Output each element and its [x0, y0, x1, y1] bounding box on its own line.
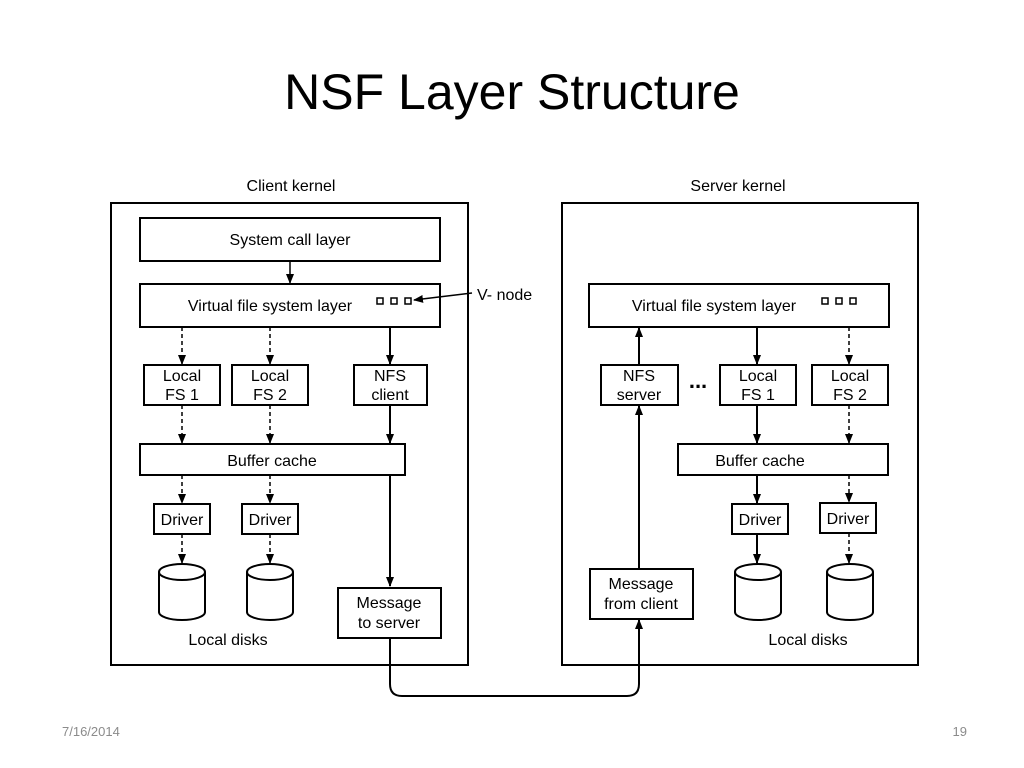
- client-driver-1-label: Driver: [161, 512, 204, 529]
- server-disk-2-icon: [826, 563, 874, 621]
- server-local-fs-1-line2: FS 1: [741, 387, 775, 404]
- client-kernel-heading: Client kernel: [247, 178, 336, 195]
- client-buffer-cache-label: Buffer cache: [227, 453, 317, 470]
- server-local-fs-2-line1: Local: [831, 368, 869, 385]
- vnode-pointer-arrow: [413, 292, 473, 303]
- client-disk-2-icon: [246, 563, 294, 621]
- server-nfs-server-line1: NFS: [623, 368, 655, 385]
- server-buffer-cache-label: Buffer cache: [715, 453, 805, 470]
- server-vfs-layer: Virtual file system layer: [588, 283, 890, 328]
- client-message-line1: Message: [357, 595, 422, 612]
- client-nfs-client-line1: NFS: [374, 368, 406, 385]
- server-message-line1: Message: [609, 576, 674, 593]
- client-message-line2: to server: [358, 615, 421, 632]
- client-system-call-layer: System call layer: [139, 217, 441, 262]
- client-nfs-client: NFS client: [353, 364, 428, 406]
- server-buffer-cache: Buffer cache: [677, 443, 889, 476]
- server-vnode-icons: [821, 297, 857, 305]
- client-vfs-layer: Virtual file system layer: [139, 283, 441, 328]
- server-driver-1-label: Driver: [739, 512, 782, 529]
- client-driver-2-label: Driver: [249, 512, 292, 529]
- client-message-to-server: Message to server: [337, 587, 442, 639]
- slide-page-number: 19: [952, 724, 967, 739]
- server-local-fs-2: Local FS 2: [811, 364, 889, 406]
- server-kernel-heading: Server kernel: [690, 178, 785, 195]
- client-local-fs-1: Local FS 1: [143, 364, 221, 406]
- server-driver-2: Driver: [819, 502, 877, 534]
- server-nfs-server: NFS server: [600, 364, 679, 406]
- server-local-fs-1: Local FS 1: [719, 364, 797, 406]
- network-path-arrow: [389, 619, 643, 697]
- server-vfs-layer-label: Virtual file system layer: [632, 298, 797, 315]
- server-kernel-box: [561, 202, 919, 666]
- server-disk-1-icon: [734, 563, 782, 621]
- client-local-fs-1-line1: Local: [163, 368, 201, 385]
- server-local-disks-label: Local disks: [768, 632, 847, 649]
- client-local-fs-1-line2: FS 1: [165, 387, 199, 404]
- client-vfs-layer-label: Virtual file system layer: [188, 298, 353, 315]
- client-system-call-layer-label: System call layer: [230, 232, 352, 249]
- client-driver-2: Driver: [241, 503, 299, 535]
- slide-title: NSF Layer Structure: [284, 64, 740, 120]
- client-local-fs-2-line2: FS 2: [253, 387, 287, 404]
- client-disk-1-icon: [158, 563, 206, 621]
- slide-date: 7/16/2014: [62, 724, 120, 739]
- client-nfs-client-line2: client: [371, 387, 409, 404]
- server-driver-1: Driver: [731, 503, 789, 535]
- server-driver-2-label: Driver: [827, 511, 870, 528]
- server-nfs-server-line2: server: [617, 387, 662, 404]
- client-buffer-cache: Buffer cache: [139, 443, 406, 476]
- client-local-fs-2: Local FS 2: [231, 364, 309, 406]
- server-local-fs-1-line1: Local: [739, 368, 777, 385]
- server-local-fs-2-line2: FS 2: [833, 387, 867, 404]
- server-message-line2: from client: [604, 596, 678, 613]
- server-ellipsis: ...: [689, 368, 707, 393]
- client-kernel-box: [110, 202, 469, 666]
- client-vnode-icons: [376, 297, 412, 305]
- client-driver-1: Driver: [153, 503, 211, 535]
- client-local-disks-label: Local disks: [188, 632, 267, 649]
- server-message-from-client: Message from client: [589, 568, 694, 620]
- client-local-fs-2-line1: Local: [251, 368, 289, 385]
- vnode-label: V- node: [477, 287, 532, 304]
